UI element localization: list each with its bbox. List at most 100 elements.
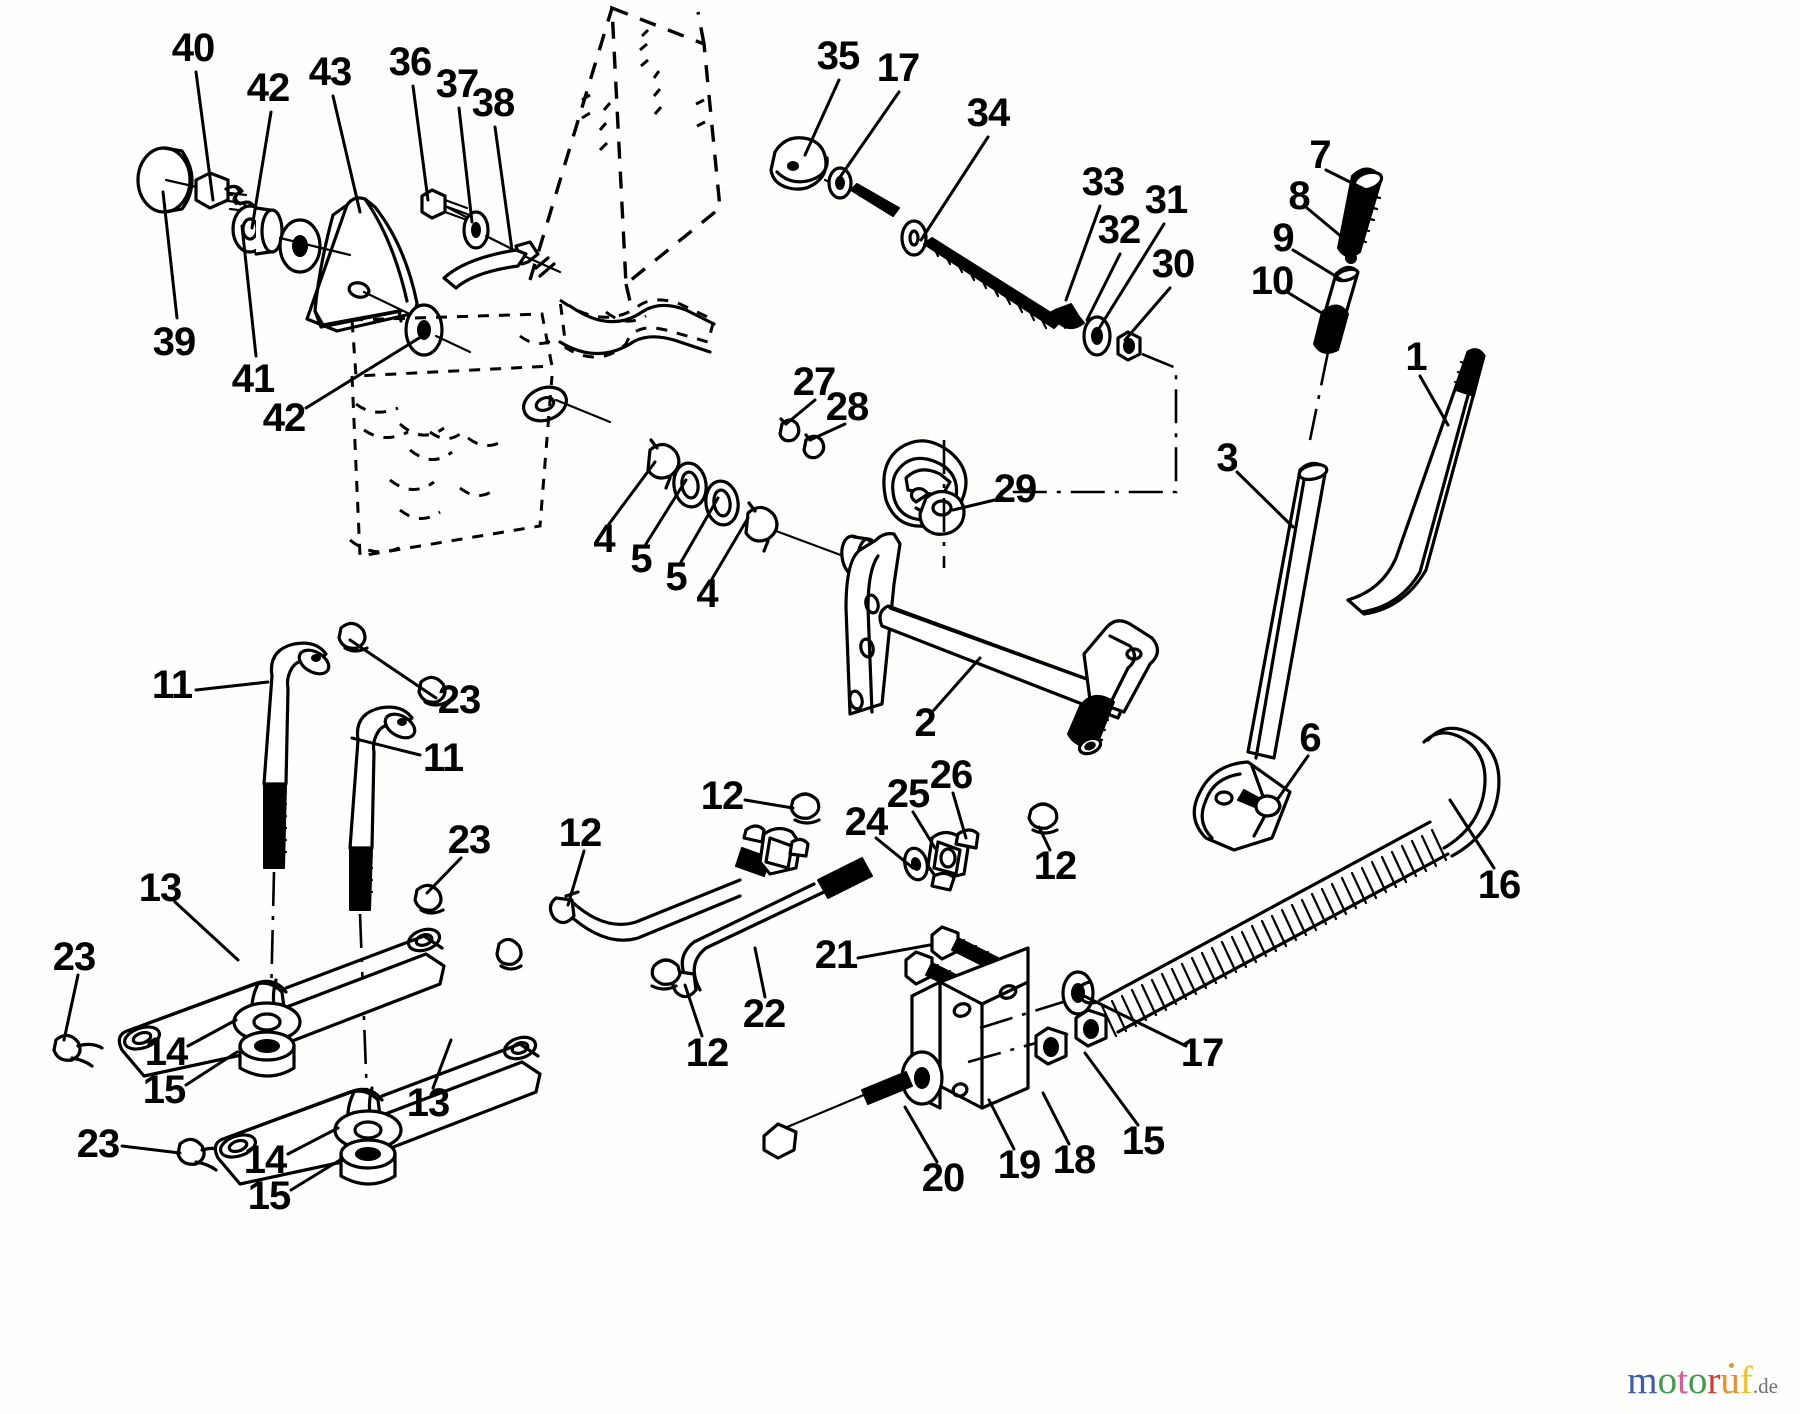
leader-line-33	[1064, 204, 1102, 302]
leader-line-22	[753, 946, 767, 999]
leader-line-43	[331, 94, 362, 214]
callout-7: 7	[1309, 133, 1331, 177]
leader-line-40	[194, 70, 215, 202]
leader-line-15	[289, 1158, 342, 1192]
callout-23: 23	[76, 1122, 120, 1166]
leader-line-23	[62, 973, 80, 1042]
callout-27: 27	[792, 360, 836, 404]
callout-23: 23	[447, 818, 491, 862]
leader-line-11	[194, 680, 270, 692]
leader-line-28	[808, 422, 847, 442]
leader-line-12	[566, 849, 586, 907]
callout-18: 18	[1052, 1138, 1096, 1182]
leader-line-23	[348, 638, 438, 700]
leader-line-23	[425, 856, 463, 895]
watermark-letter: m	[1627, 1359, 1658, 1402]
callout-6: 6	[1299, 716, 1321, 760]
leader-line-41	[240, 224, 258, 358]
callout-12: 12	[700, 774, 744, 818]
leader-line-8	[1305, 206, 1357, 250]
leader-line-17	[836, 90, 901, 182]
leader-line-21	[856, 943, 932, 960]
callout-17: 17	[876, 46, 920, 90]
group-retaining-rings	[646, 417, 848, 559]
callout-33: 33	[1081, 160, 1125, 204]
callout-11: 11	[422, 736, 464, 780]
watermark-letter: t	[1677, 1359, 1688, 1402]
callout-10: 10	[1250, 259, 1294, 303]
group-adjuster-shaft	[769, 136, 1178, 494]
leader-line-10	[1285, 290, 1332, 320]
leader-line-34	[919, 135, 990, 242]
callout-39: 39	[152, 320, 196, 364]
leader-line-42	[304, 333, 426, 410]
leader-line-15	[1083, 1051, 1140, 1127]
group-bent-rod	[1346, 348, 1486, 616]
callout-4: 4	[593, 517, 615, 561]
leader-line-39	[161, 190, 179, 320]
callout-2: 2	[914, 701, 936, 745]
callout-34: 34	[966, 91, 1010, 135]
callout-9: 9	[1272, 216, 1294, 260]
leader-line-23	[120, 1144, 182, 1155]
watermark-letter: o	[1657, 1359, 1678, 1402]
group-bracket-spring	[762, 726, 1501, 1160]
callout-41: 41	[231, 357, 275, 401]
callout-40: 40	[171, 26, 215, 70]
callout-13: 13	[406, 1081, 450, 1125]
callout-8: 8	[1288, 174, 1310, 218]
callout-15: 15	[247, 1174, 291, 1218]
leader-line-5	[644, 478, 688, 546]
leader-line-13	[431, 1038, 453, 1090]
callout-36: 36	[388, 40, 432, 84]
callout-4: 4	[696, 572, 718, 616]
leader-line-6	[1275, 754, 1310, 802]
callout-14: 14	[243, 1138, 287, 1182]
leader-line-18	[1041, 1091, 1071, 1146]
leader-line-12	[743, 798, 795, 810]
leader-line-15	[184, 1050, 239, 1087]
leader-line-26	[951, 791, 968, 840]
leader-line-4	[607, 460, 657, 526]
leader-line-42	[250, 110, 273, 230]
callout-12: 12	[558, 811, 602, 855]
callout-15: 15	[1121, 1119, 1165, 1163]
leader-line-9	[1291, 248, 1344, 282]
callout-20: 20	[921, 1156, 965, 1200]
leader-line-5	[679, 496, 720, 564]
callout-14: 14	[144, 1030, 188, 1074]
callout-31: 31	[1144, 178, 1188, 222]
callout-38: 38	[471, 81, 515, 125]
group-clamp-collar	[909, 440, 966, 568]
group-grip-pin	[1308, 167, 1384, 441]
leader-line-20	[903, 1105, 939, 1164]
callout-15: 15	[142, 1068, 186, 1112]
callout-3: 3	[1216, 436, 1238, 480]
leader-line-4	[710, 516, 750, 581]
leader-line-7	[1324, 168, 1368, 192]
callout-5: 5	[630, 537, 652, 581]
group-rod-linkage	[548, 792, 1059, 999]
extension-spring	[1078, 726, 1501, 1038]
watermark-dot-accent	[1729, 1363, 1734, 1368]
leader-line-13	[173, 900, 240, 962]
group-main-lift-shaft	[840, 439, 1160, 756]
leader-line-37	[457, 106, 474, 224]
leader-line-35	[803, 78, 841, 157]
callout-32: 32	[1097, 208, 1141, 252]
callout-42: 42	[262, 396, 306, 440]
leader-line-36	[411, 84, 430, 202]
callout-24: 24	[844, 800, 888, 844]
leader-line-19	[987, 1098, 1016, 1151]
watermark-letter: o	[1687, 1359, 1708, 1402]
leader-line-14	[186, 1018, 238, 1048]
callout-42: 42	[246, 66, 290, 110]
callout-23: 23	[52, 935, 96, 979]
leader-line-17	[1080, 993, 1188, 1048]
callout-13: 13	[138, 866, 182, 910]
callout-16: 16	[1477, 863, 1521, 907]
callout-19: 19	[997, 1143, 1041, 1187]
callout-5: 5	[665, 555, 687, 599]
